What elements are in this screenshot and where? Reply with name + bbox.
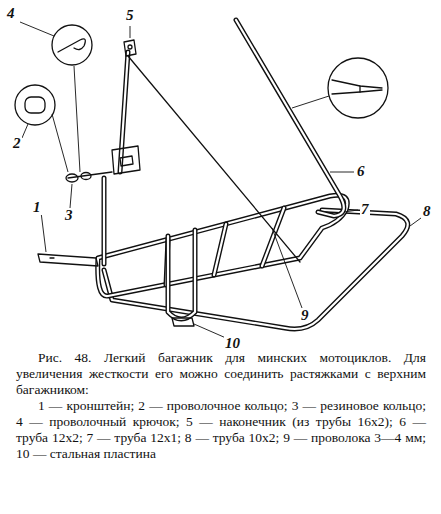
- callout-number: 5: [125, 8, 135, 23]
- parts-list: 1 — кронштейн; 2 — проволочное кольцо; 3…: [16, 398, 426, 462]
- caption-block: Рис. 48. Легкий багажник для минских мот…: [16, 350, 426, 462]
- callout-number: 1: [32, 200, 42, 215]
- callout-number: 4: [6, 6, 16, 21]
- callout-number: 7: [360, 202, 370, 217]
- cross-bars: [166, 208, 284, 285]
- callout-number: 2: [12, 136, 22, 151]
- callout-number: 3: [64, 208, 74, 223]
- callout-number: 6: [356, 164, 366, 179]
- steel-plate: [172, 318, 194, 326]
- wire: [128, 56, 300, 262]
- bracket: [38, 254, 98, 266]
- callout-number: 9: [300, 308, 310, 323]
- callout-number: 10: [224, 336, 241, 351]
- callout-number: 8: [422, 204, 432, 219]
- figure-caption: Рис. 48. Легкий багажник для минских мот…: [16, 350, 426, 398]
